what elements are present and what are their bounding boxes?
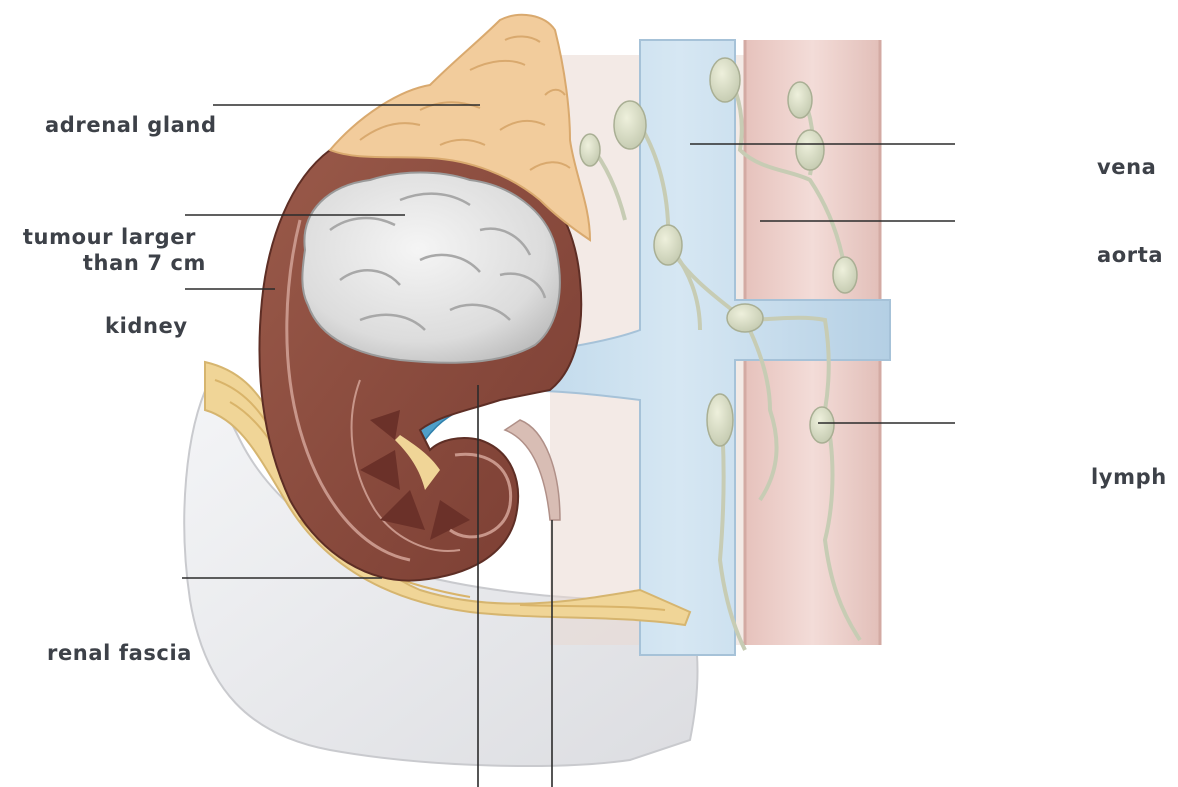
lymph-node xyxy=(727,304,763,332)
label-tumour-line2: than 7 cm xyxy=(0,250,206,276)
lymph-node xyxy=(614,101,646,149)
lymph-node xyxy=(580,134,600,166)
label-vena: vena xyxy=(1097,154,1156,180)
lymph-node xyxy=(833,257,857,293)
lymph-node xyxy=(788,82,812,118)
lymph-node xyxy=(707,394,733,446)
label-aorta: aorta xyxy=(1097,242,1163,268)
lymph-node xyxy=(710,58,740,102)
tumour-shape xyxy=(302,173,559,363)
lymph-node xyxy=(796,130,824,170)
label-kidney: kidney xyxy=(105,313,188,339)
label-renal-fascia: renal fascia xyxy=(47,640,192,666)
lymph-node xyxy=(810,407,834,443)
lymph-node xyxy=(654,225,682,265)
label-lymph: lymph xyxy=(1091,464,1167,490)
label-adrenal-gland: adrenal gland xyxy=(45,112,217,138)
label-tumour-line1: tumour larger xyxy=(0,224,196,250)
